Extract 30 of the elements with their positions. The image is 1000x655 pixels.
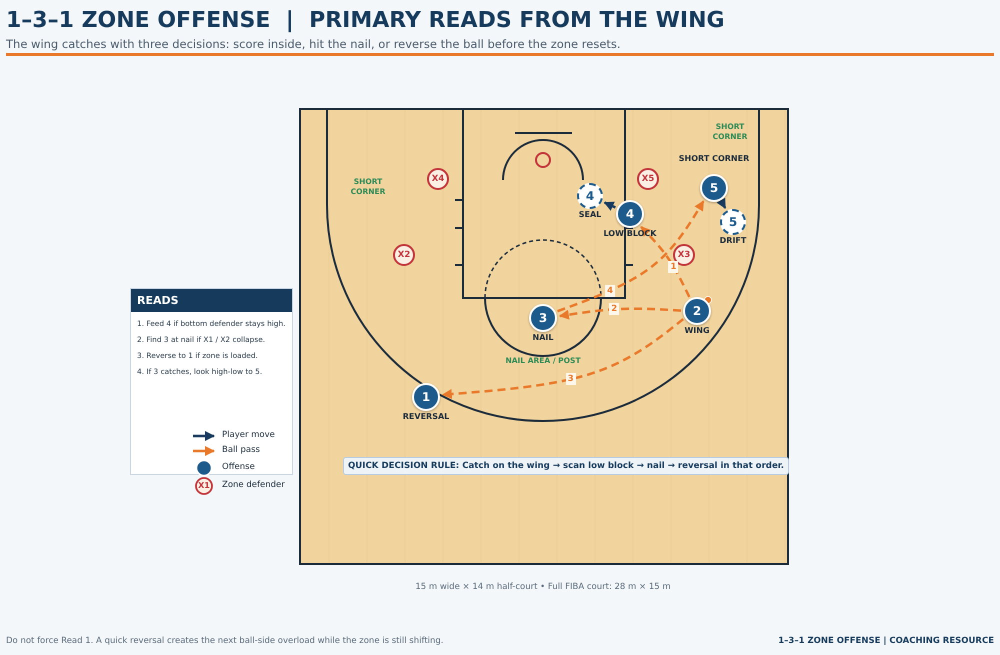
player-label: WING (684, 326, 710, 335)
player-label: NAIL (532, 333, 554, 342)
spot-label: SEAL (578, 210, 602, 219)
reads-panel (130, 288, 293, 475)
player-label: REVERSAL (402, 412, 450, 421)
pass-order-number: 2 (609, 303, 620, 316)
defender-sample-label: X1 (198, 481, 210, 492)
pass-arrow (442, 318, 684, 399)
pass-order-number: 4 (605, 284, 616, 297)
legend-label: Offense (222, 462, 255, 472)
footer-label: 1–3–1 ZONE OFFENSE | COACHING RESOURCE (778, 636, 994, 648)
subtitle: The wing catches with three decisions: score inside, hit the nail, or reverse the ball before the zone resets. (6, 37, 621, 53)
pass-arrow (557, 200, 704, 312)
title: 1–3–1 ZONE OFFENSE | PRIMARY READS FROM THE WING (6, 8, 725, 33)
legend-label: Zone defender (222, 480, 285, 490)
dimension-note: 15 m wide × 14 m half-court • Full FIBA court: 28 m × 15 m (415, 582, 671, 594)
movement-arrow (604, 201, 616, 211)
pass-arrow (558, 307, 682, 320)
rule-callout: QUICK DECISION RULE: Catch on the wing → scan low block → nail → reversal in that order. (343, 457, 790, 475)
panel-heading: READS (131, 289, 292, 312)
movement-arrow (716, 198, 726, 209)
spot-label: DRIFT (720, 236, 746, 245)
player-label: LOW BLOCK (604, 229, 656, 238)
legend-label: Ball pass (222, 445, 260, 455)
footer-note: Do not force Read 1. A quick reversal creates the next ball-side overload while the zone is still shifting. (6, 636, 444, 648)
pass-arrow (640, 226, 690, 298)
player-label: SHORT CORNER (678, 154, 750, 163)
pass-order-number: 1 (668, 260, 678, 273)
pass-order-number: 3 (566, 373, 576, 386)
legend-label: Player move (222, 430, 275, 440)
